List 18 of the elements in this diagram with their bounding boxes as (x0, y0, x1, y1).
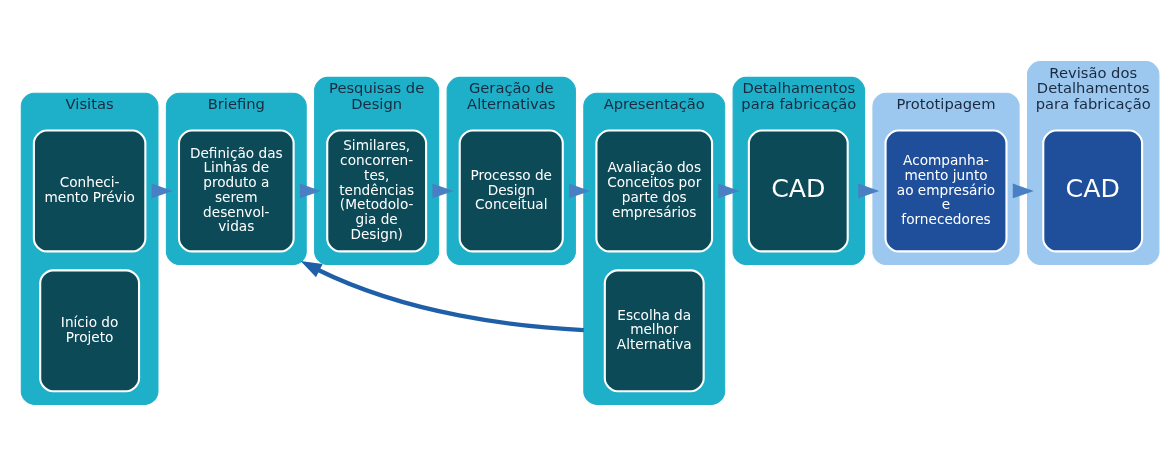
arrow (151, 183, 173, 198)
node-box: Processo de Design Conceitual (458, 128, 564, 252)
arrow (432, 183, 454, 198)
node-box: Escolha da melhor Alternativa (603, 268, 705, 392)
node-box: Conheci- mento Prévio (32, 128, 147, 252)
node-box: Similares, concorren- tes, tendências (Metodolo- gia de Design) (326, 128, 428, 252)
node-box: Início do Projeto (39, 268, 141, 392)
node-box: Definição das Linhas de produto a serem desenvol- vidas (177, 128, 295, 252)
arrow (718, 183, 740, 198)
node-box: CAD (1042, 128, 1144, 252)
node-box: CAD (747, 128, 849, 252)
arrow (858, 183, 880, 198)
arrow (1012, 183, 1034, 198)
arrow (569, 183, 591, 198)
node-box: Avaliação dos Conceitos por parte dos empresários (595, 128, 714, 252)
arrow (299, 183, 321, 198)
arrow (300, 260, 584, 332)
node-box: Acompanha- mento junto ao empresário e fornecedores (884, 128, 1008, 252)
